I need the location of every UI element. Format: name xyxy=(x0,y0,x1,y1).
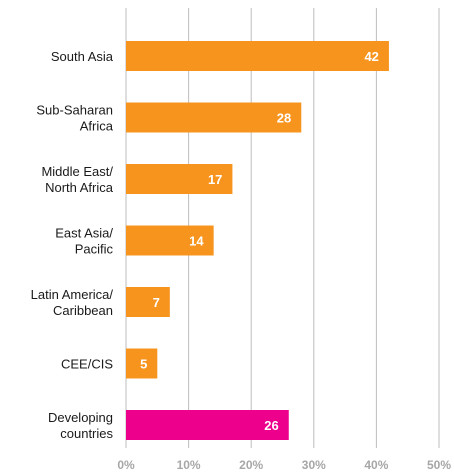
bar-value-label: 28 xyxy=(277,111,291,126)
bar xyxy=(126,287,170,317)
category-label-line: Africa xyxy=(80,119,114,134)
x-tick-label: 10% xyxy=(177,458,201,472)
category-label-line: Middle East/ xyxy=(41,164,113,179)
category-label: Latin America/Caribbean xyxy=(31,287,114,318)
bar-value-label: 17 xyxy=(208,172,222,187)
category-label-line: Latin America/ xyxy=(31,287,114,302)
bar-value-label: 14 xyxy=(189,234,204,249)
category-label: CEE/CIS xyxy=(61,357,113,372)
x-tick-labels: 0% 10% 20% 30% 40% 50% xyxy=(117,458,451,472)
x-tick-label: 30% xyxy=(302,458,326,472)
category-label-line: CEE/CIS xyxy=(61,357,113,372)
bar xyxy=(126,410,289,440)
category-label-line: Pacific xyxy=(75,242,114,257)
x-tick-label: 40% xyxy=(364,458,388,472)
category-label-line: North Africa xyxy=(45,180,114,195)
category-label-line: South Asia xyxy=(51,49,114,64)
category-label-line: countries xyxy=(60,426,113,441)
bar-value-label: 26 xyxy=(264,418,278,433)
category-label: East Asia/Pacific xyxy=(55,226,113,257)
category-label-line: East Asia/ xyxy=(55,226,113,241)
x-tick-label: 50% xyxy=(427,458,451,472)
category-label-line: Sub-Saharan xyxy=(36,103,113,118)
bar xyxy=(126,348,158,379)
x-tick-label: 0% xyxy=(117,458,135,472)
category-label-line: Developing xyxy=(48,410,113,425)
bar xyxy=(126,41,389,71)
x-tick-label: 20% xyxy=(239,458,263,472)
category-label-line: Caribbean xyxy=(53,303,113,318)
bar-value-label: 7 xyxy=(153,295,160,310)
bar-value-label: 42 xyxy=(364,49,378,64)
category-label: Middle East/North Africa xyxy=(41,164,113,195)
bar-value-label: 5 xyxy=(140,357,147,372)
bar xyxy=(126,225,214,256)
bar xyxy=(126,164,233,194)
category-label: South Asia xyxy=(51,49,114,64)
bars: 42 28 17 14 7 5 26 xyxy=(126,41,389,440)
bar xyxy=(126,102,302,133)
